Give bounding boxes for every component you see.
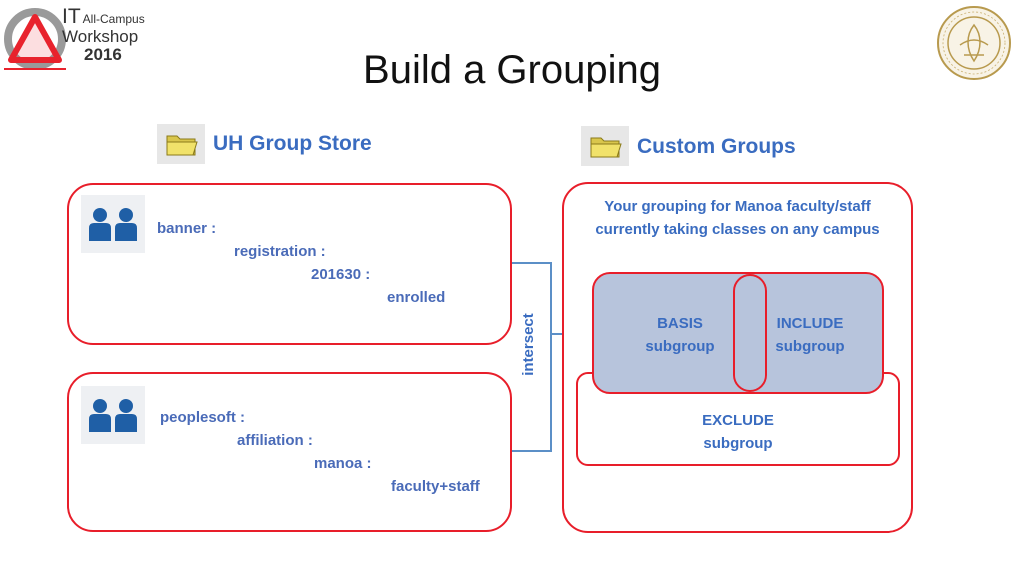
exclude-subgroup-subtitle: subgroup: [703, 435, 773, 452]
basis-subgroup-label: BASIS subgroup: [620, 312, 740, 358]
custom-grouping-description-line-2: currently taking classes on any campus: [595, 221, 880, 238]
basis-include-region[interactable]: [592, 272, 884, 394]
custom-grouping-description-line-1: Your grouping for Manoa faculty/staff: [604, 198, 871, 215]
logo-workshop: Workshop: [62, 27, 139, 46]
basis-subgroup-title: BASIS: [657, 315, 703, 332]
people-icon: [89, 399, 137, 432]
include-subgroup-title: INCLUDE: [776, 315, 844, 332]
exclude-subgroup-title: EXCLUDE: [702, 412, 774, 429]
banner-people-tile: [81, 195, 145, 253]
peoplesoft-group-box[interactable]: peoplesoft : affiliation : manoa : facul…: [67, 372, 512, 532]
banner-path-level-2: registration :: [234, 243, 326, 260]
logo-year: 2016: [84, 45, 122, 64]
banner-path-level-3: 201630 :: [311, 266, 371, 283]
banner-group-box[interactable]: banner : registration : 201630 : enrolle…: [67, 183, 512, 345]
intersect-label: intersect: [519, 312, 537, 376]
intersect-label-wrap: intersect: [498, 313, 558, 376]
include-overlap-marker: [733, 274, 767, 392]
custom-groups-folder-tile: [581, 126, 629, 166]
basis-subgroup-subtitle: subgroup: [645, 338, 715, 355]
peoplesoft-path-level-2: affiliation :: [237, 432, 313, 449]
peoplesoft-path-level-1: peoplesoft :: [160, 409, 245, 426]
folder-icon: [166, 135, 198, 156]
peoplesoft-path-level-4: faculty+staff: [391, 478, 480, 495]
group-store-folder-tile: [157, 124, 205, 164]
university-seal-icon: [937, 6, 1011, 80]
banner-path-level-1: banner :: [157, 220, 217, 237]
peoplesoft-people-tile: [81, 386, 145, 444]
page-title: Build a Grouping: [363, 48, 661, 92]
logo-it: IT: [62, 5, 81, 28]
exclude-subgroup-label: EXCLUDE subgroup: [678, 409, 798, 455]
folder-icon: [590, 137, 622, 158]
include-subgroup-label: INCLUDE subgroup: [750, 312, 870, 358]
logo-all-campus: All-Campus: [82, 12, 145, 26]
group-store-label: UH Group Store: [213, 132, 372, 155]
custom-groups-label: Custom Groups: [637, 135, 796, 158]
peoplesoft-path-level-3: manoa :: [314, 455, 372, 472]
custom-grouping-description: Your grouping for Manoa faculty/staff cu…: [562, 195, 913, 241]
include-subgroup-subtitle: subgroup: [775, 338, 845, 355]
banner-path-level-4: enrolled: [387, 289, 446, 306]
it-workshop-logo: [4, 8, 66, 70]
people-icon: [89, 208, 137, 241]
